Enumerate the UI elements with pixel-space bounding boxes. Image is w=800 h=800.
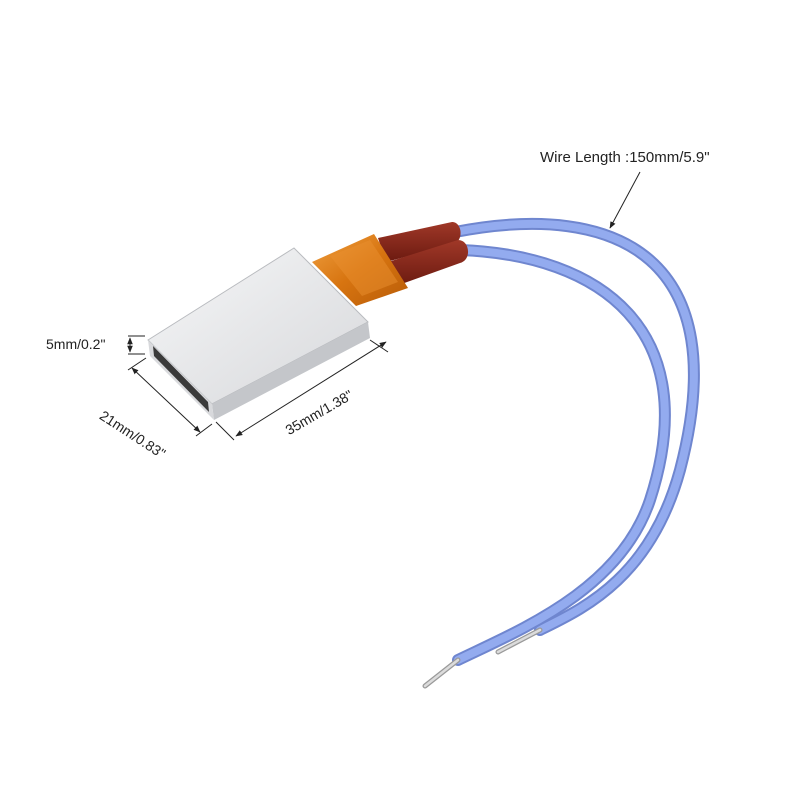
dimension-lines: [127, 171, 641, 441]
lead-wire-back: [449, 217, 700, 636]
length-arrow: [235, 341, 387, 437]
thickness-label: 5mm/0.2": [46, 336, 106, 352]
lead-wire-front: [452, 244, 671, 666]
width-arrow: [131, 367, 201, 433]
sleeve-front: [388, 240, 469, 286]
insulation-sleeves: [378, 222, 469, 286]
wire-length-pointer: [609, 171, 641, 229]
bare-wire-ends: [422, 627, 543, 689]
lead-wires: [449, 217, 700, 666]
wire-length-label: Wire Length :150mm/5.9": [540, 149, 710, 166]
sleeve-back: [378, 222, 461, 262]
